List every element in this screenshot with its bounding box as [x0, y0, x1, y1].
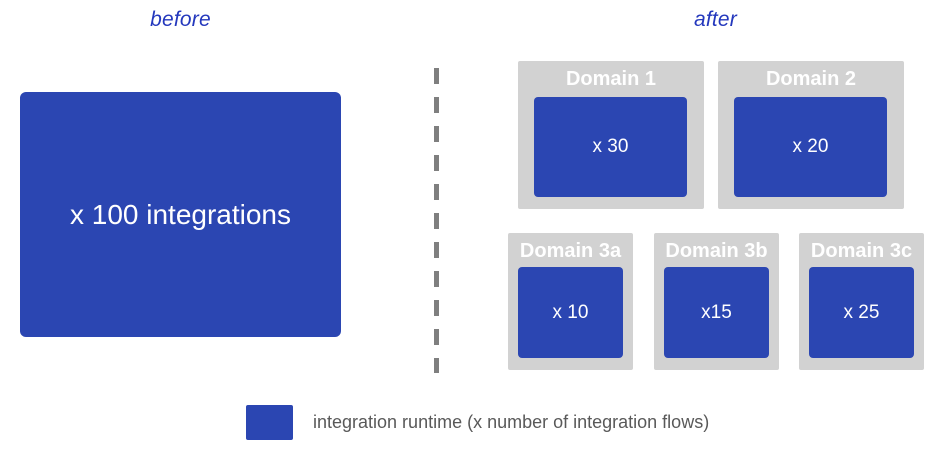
domain-title: Domain 1 — [565, 68, 657, 90]
legend-swatch-runtime — [246, 405, 293, 440]
runtime-label: x 30 — [592, 136, 629, 157]
dashed-divider — [434, 68, 439, 373]
domain-card-2: Domain 2 x 20 — [718, 61, 904, 209]
domain-title: Domain 3c — [810, 240, 913, 262]
runtime-box: x 10 — [518, 267, 623, 358]
runtime-box: x 20 — [734, 97, 887, 197]
domain-card-1: Domain 1 x 30 — [518, 61, 704, 209]
runtime-box: x 25 — [809, 267, 914, 358]
domain-card-3c: Domain 3c x 25 — [799, 233, 924, 370]
legend: integration runtime (x number of integra… — [246, 405, 709, 440]
runtime-box: x15 — [664, 267, 769, 358]
runtime-label: x 20 — [792, 136, 829, 157]
domain-card-3b: Domain 3b x15 — [654, 233, 779, 370]
runtime-label: x 10 — [552, 301, 589, 323]
domain-title: Domain 3b — [665, 240, 768, 262]
legend-label: integration runtime (x number of integra… — [313, 412, 710, 432]
runtime-label: x 25 — [843, 301, 880, 323]
monolith-integration-label: x 100 integrations — [69, 198, 292, 230]
runtime-box: x 30 — [534, 97, 687, 197]
monolith-integration-box: x 100 integrations — [20, 92, 341, 337]
runtime-label: x15 — [701, 301, 732, 323]
after-label: after — [693, 8, 738, 31]
before-label: before — [150, 8, 211, 31]
domain-card-3a: Domain 3a x 10 — [508, 233, 633, 370]
domain-title: Domain 2 — [765, 68, 857, 90]
domain-title: Domain 3a — [519, 240, 622, 262]
